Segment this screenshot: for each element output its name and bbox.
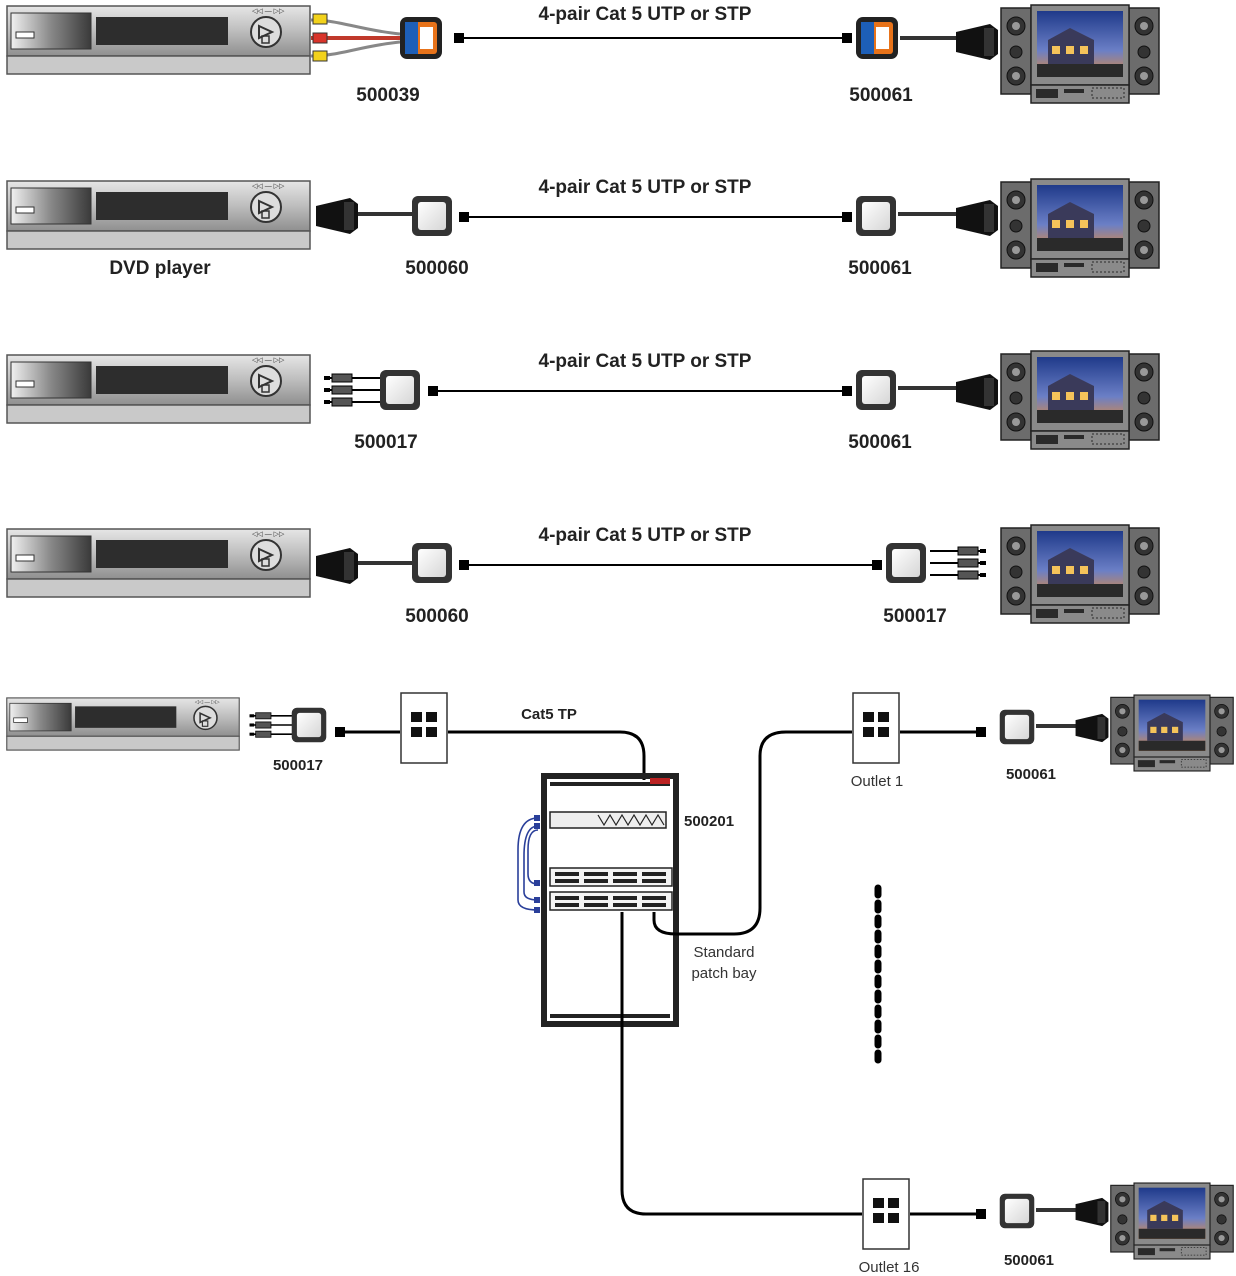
rj45-port-left	[428, 386, 438, 396]
source-part-number: 500017	[273, 757, 323, 774]
row-2: 4-pair Cat 5 UTP or STP DVD player 50006…	[6, 177, 1160, 279]
outlet-1-label: Outlet 1	[851, 773, 904, 790]
right-part-number: 500061	[849, 85, 913, 106]
tv-with-speakers-icon	[1000, 178, 1160, 278]
scart-plug-icon	[316, 198, 358, 234]
cable-label: 4-pair Cat 5 UTP or STP	[539, 351, 752, 372]
left-part-number: 500060	[405, 258, 468, 279]
cable-label: Cat5 TP	[521, 706, 577, 723]
rca-bundle-icon	[323, 373, 381, 407]
balun-500017-icon	[886, 543, 926, 583]
scart-plug-icon	[1075, 1197, 1109, 1227]
rj45-port-right	[842, 33, 852, 43]
rj45-port-right	[872, 560, 882, 570]
left-part-number: 500039	[356, 85, 419, 106]
cable-label: 4-pair Cat 5 UTP or STP	[539, 177, 752, 198]
scart-plug-icon	[316, 548, 358, 584]
rca-cables	[310, 13, 401, 62]
wall-outlet-16-icon	[862, 1178, 910, 1250]
rj45-port-left	[459, 212, 469, 222]
outlet-16-label: Outlet 16	[859, 1259, 920, 1276]
rj45-port	[335, 727, 345, 737]
balun-500060-icon	[412, 543, 452, 583]
scart-plug-icon	[956, 200, 998, 236]
rj45-port-right	[842, 212, 852, 222]
wall-outlet-1-icon	[852, 692, 900, 764]
right-part-number: 500061	[848, 432, 912, 453]
rj45-port-left	[459, 560, 469, 570]
network-distribution: Cat5 TP	[6, 692, 1234, 1276]
row-1: 4-pair Cat 5 UTP or STP 500039 500061	[6, 4, 1160, 106]
equipment-rack	[517, 773, 679, 1027]
patch-cords	[517, 817, 539, 911]
tv-with-speakers-icon	[1000, 350, 1160, 450]
dvd-player-device	[6, 354, 311, 424]
adapter-500061-icon	[856, 17, 898, 59]
scart-plug-icon	[956, 374, 998, 410]
patch-bay-label-line1: Standard	[694, 944, 755, 961]
balun-500061-icon	[856, 370, 896, 410]
outlet-16-part-number: 500061	[1004, 1252, 1054, 1269]
patch-panel	[549, 891, 673, 911]
balun-500061-icon	[999, 709, 1035, 745]
left-part-number: 500017	[354, 432, 417, 453]
cat5-tp-cable	[448, 730, 646, 780]
rj45-port-left	[454, 33, 464, 43]
dvd-player-device	[6, 528, 311, 598]
switch-500201-icon	[549, 811, 667, 829]
patch-panel	[549, 867, 673, 887]
dvd-player-device	[6, 180, 311, 250]
scart-plug-icon	[1075, 713, 1109, 743]
right-part-number: 500017	[883, 606, 946, 627]
dvd-player-device	[6, 5, 311, 75]
balun-500061-icon	[999, 1193, 1035, 1229]
cable-to-outlet-16	[620, 912, 862, 1216]
cable-label: 4-pair Cat 5 UTP or STP	[539, 525, 752, 546]
scart-plug-icon	[956, 24, 998, 60]
balun-500061-icon	[856, 196, 896, 236]
rj45-port-right	[842, 386, 852, 396]
patch-bay-label-line2: patch bay	[691, 965, 757, 982]
dvd-player-device	[6, 697, 240, 751]
tv-with-speakers-icon	[1110, 694, 1234, 772]
right-part-number: 500061	[848, 258, 912, 279]
outlet-1-part-number: 500061	[1006, 766, 1056, 783]
balun-500017-icon	[380, 370, 420, 410]
row-3: 4-pair Cat 5 UTP or STP 500017 500061	[6, 350, 1160, 453]
balun-500060-icon	[412, 196, 452, 236]
cable-label: 4-pair Cat 5 UTP or STP	[539, 4, 752, 25]
source-label: DVD player	[109, 258, 211, 279]
switch-part-number: 500201	[684, 813, 734, 830]
rca-bundle-icon	[248, 711, 294, 739]
row-4: 4-pair Cat 5 UTP or STP 500060 500017	[6, 524, 1160, 627]
wall-outlet-icon	[400, 692, 448, 764]
tv-with-speakers-icon	[1110, 1182, 1234, 1260]
tv-with-speakers-icon	[1000, 524, 1160, 624]
tv-with-speakers-icon	[1000, 4, 1160, 104]
cable-to-outlet-1	[652, 730, 852, 936]
adapter-500039-icon	[400, 17, 442, 59]
balun-500017-icon	[291, 707, 327, 743]
left-part-number: 500060	[405, 606, 468, 627]
